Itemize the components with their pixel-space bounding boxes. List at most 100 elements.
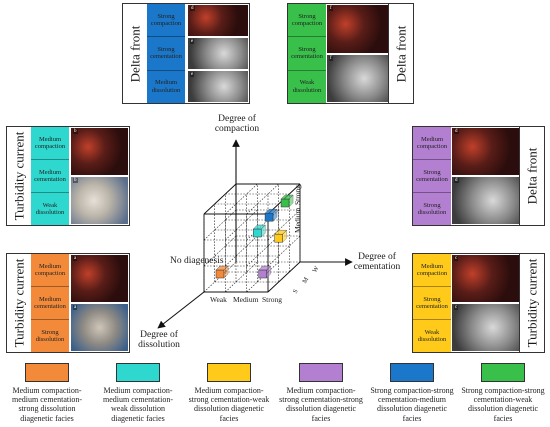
cube-edge xyxy=(203,183,237,215)
legend-swatch xyxy=(207,363,251,382)
axis-label-compaction: Degree of compaction xyxy=(214,114,260,135)
micrograph-sem: e xyxy=(188,38,248,69)
facies-tags: Strong compaction Strong cementation Wea… xyxy=(288,4,326,103)
facies-tags: Medium compaction Medium cementation Str… xyxy=(31,254,69,352)
facies-tags: Medium compaction Medium cementation Wea… xyxy=(31,127,69,225)
cube-edge xyxy=(267,261,301,293)
micrograph-sem: c xyxy=(452,304,520,351)
micrographs: d e e xyxy=(187,4,249,103)
tag-dissolution: Weak dissolution xyxy=(292,79,322,94)
tag-cementation: Strong cementation xyxy=(147,37,185,71)
panel-title-container: Delta front xyxy=(519,127,544,225)
micrograph-sem: d xyxy=(452,177,520,224)
legend-item-green: Strong compaction-strong cementation-wea… xyxy=(460,363,546,423)
grid-line xyxy=(225,261,258,293)
legend-text: Medium compaction-medium cementation-wea… xyxy=(103,386,173,423)
micrographs: f f xyxy=(326,4,390,103)
facies-tags: Medium compaction Strong cementation Wea… xyxy=(413,254,451,352)
panel-title-container: Delta front xyxy=(123,4,148,103)
panel-title-container: Turbidity current xyxy=(7,254,32,352)
tag-compaction: Strong compaction xyxy=(288,4,326,38)
tag-cementation: Strong cementation xyxy=(288,37,326,71)
facies-cube-purple xyxy=(258,265,272,279)
grid-line xyxy=(267,235,301,267)
origin-label: No diagenesis xyxy=(170,256,224,266)
tag-dissolution: Medium dissolution xyxy=(151,79,181,94)
legend-item-yellow: Medium compaction-strong cementation-wea… xyxy=(187,363,271,423)
micrographs: c c xyxy=(451,254,521,352)
micrograph-sem: e xyxy=(188,71,248,102)
micrograph-thin-section: a xyxy=(71,304,128,351)
tick-dissolution-medium: M xyxy=(301,276,311,285)
facies-tags: Strong compaction Strong cementation Med… xyxy=(147,4,185,103)
legend-item-blue: Strong compaction-strong cementation-med… xyxy=(370,363,454,423)
tag-compaction: Medium compaction xyxy=(31,254,69,287)
legend-item-orange: Medium compaction-medium cementation-str… xyxy=(5,363,89,423)
facies-cube-green xyxy=(280,194,294,208)
legend-text: Medium compaction-medium cementation-str… xyxy=(12,386,82,423)
micrograph-polarized: b xyxy=(71,128,128,175)
legend-swatch xyxy=(299,363,343,382)
panel-title: Delta front xyxy=(524,147,540,205)
legend-text: Strong compaction-strong cementation-med… xyxy=(370,386,454,423)
tag-compaction: Medium compaction xyxy=(413,254,451,287)
panel-title-container: Turbidity current xyxy=(7,127,32,225)
facies-cube-yellow xyxy=(274,229,288,243)
panel-title: Delta front xyxy=(393,25,409,82)
panel-mid-right: Medium compaction Strong cementation Str… xyxy=(412,126,545,226)
micrograph-polarized: f xyxy=(327,5,389,53)
facies-cube-cyan xyxy=(252,224,266,238)
panel-bottom-right: Medium compaction Strong cementation Wea… xyxy=(412,253,545,353)
legend-text: Medium compaction-strong cementation-wea… xyxy=(188,386,270,423)
tag-dissolution: Strong dissolution xyxy=(35,328,65,343)
tick-dissolution-weak: W xyxy=(311,265,321,274)
micrograph-thin-section: b xyxy=(71,177,128,224)
panel-top-right: Strong compaction Strong cementation Wea… xyxy=(287,3,414,104)
tick-compaction-strong: Strong xyxy=(293,184,302,205)
panel-title: Turbidity current xyxy=(11,131,26,221)
legend-swatch xyxy=(390,363,434,382)
tick-cementation-strong: Strong xyxy=(262,295,283,304)
legend-item-cyan: Medium compaction-medium cementation-wea… xyxy=(95,363,181,423)
tag-dissolution: Weak dissolution xyxy=(417,328,447,343)
legend-swatch xyxy=(481,363,525,382)
tag-cementation: Medium cementation xyxy=(31,160,69,193)
grid-line xyxy=(225,183,258,215)
micrographs: a a xyxy=(70,254,129,352)
tag-compaction: Medium compaction xyxy=(31,127,69,160)
panel-title: Turbidity current xyxy=(11,258,26,348)
micrograph-sem: f xyxy=(327,54,389,102)
facies-tags: Medium compaction Strong cementation Str… xyxy=(413,127,451,225)
tag-cementation: Strong cementation xyxy=(413,160,451,193)
tag-cementation: Strong cementation xyxy=(413,287,451,320)
grid-line xyxy=(225,209,258,241)
legend-text: Strong compaction-strong cementation-wea… xyxy=(461,386,545,423)
panel-top-left: Delta front Strong compaction Strong cem… xyxy=(122,3,250,104)
micrograph-polarized: c xyxy=(452,255,520,302)
tag-compaction: Strong compaction xyxy=(147,4,185,38)
legend-swatch xyxy=(25,363,69,382)
grid-line xyxy=(203,183,237,215)
panel-mid-left: Turbidity current Medium compaction Medi… xyxy=(6,126,130,226)
tag-dissolution: Strong dissolution xyxy=(417,201,447,216)
tag-compaction: Medium compaction xyxy=(413,127,451,160)
micrograph-polarized: d xyxy=(188,5,248,36)
tick-compaction-medium: Medium xyxy=(293,207,302,233)
grid-line xyxy=(246,209,279,241)
panel-title: Turbidity current xyxy=(524,258,539,348)
micrographs: b b xyxy=(70,127,129,225)
grid-line xyxy=(203,261,237,293)
tick-cementation-medium: Medium xyxy=(233,295,259,304)
axis-dissolution xyxy=(157,291,205,329)
tick-cementation-weak: Weak xyxy=(210,295,227,304)
tag-cementation: Medium cementation xyxy=(31,287,69,320)
grid-line xyxy=(246,261,279,293)
facies-cube-blue xyxy=(264,208,278,222)
legend-swatch xyxy=(116,363,160,382)
panel-bottom-left: Turbidity current Medium compaction Medi… xyxy=(6,253,130,353)
panel-title-container: Delta front xyxy=(388,4,413,103)
legend-text: Medium compaction-strong cementation-str… xyxy=(279,386,363,423)
axis-label-dissolution: Degree of dissolution xyxy=(138,330,180,351)
axis-label-cementation: Degree of cementation xyxy=(353,252,401,273)
grid-line xyxy=(267,261,301,293)
